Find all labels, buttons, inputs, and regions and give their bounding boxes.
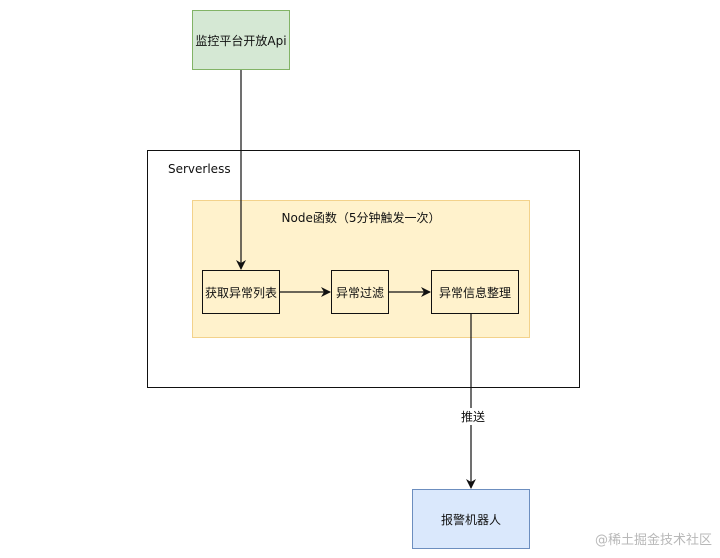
filter-node: 异常过滤 (331, 270, 389, 314)
serverless-label: Serverless (168, 162, 231, 176)
node-function-container (192, 200, 530, 338)
node-function-label: Node函数（5分钟触发一次） (281, 211, 441, 225)
robot-node: 报警机器人 (412, 489, 530, 549)
push-edge-label: 推送 (455, 408, 491, 425)
fetch-list-node: 获取异常列表 (202, 270, 280, 314)
api-node: 监控平台开放Api (192, 10, 290, 70)
organize-node: 异常信息整理 (431, 270, 519, 314)
serverless-container (147, 150, 580, 388)
watermark: @稀土掘金技术社区 (594, 533, 712, 548)
